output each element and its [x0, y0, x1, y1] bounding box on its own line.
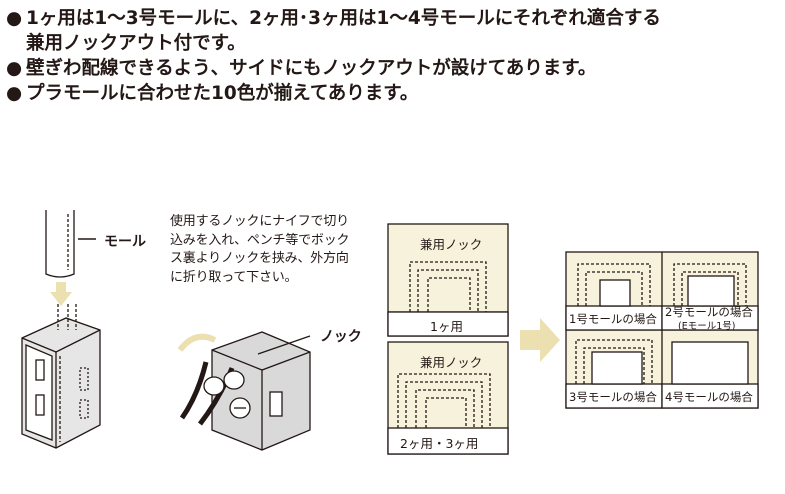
pliers-illustration [177, 331, 311, 451]
feature-list: ● 1ヶ用は1〜3号モールに、2ヶ用･3ヶ用は1〜4号モールにそれぞれ適合する … [6, 6, 781, 106]
instruction-line: に折り取って下さい。 [170, 269, 298, 285]
feature-text-line: プラモールに合わせた10色が揃えてあります。 [26, 83, 419, 104]
feature-item-3: ● プラモールに合わせた10色が揃えてあります。 [6, 81, 781, 106]
mole-illustration [45, 210, 96, 278]
panel-1ka [387, 223, 509, 337]
feature-item-1: ● 1ヶ用は1〜3号モールに、2ヶ用･3ヶ用は1〜4号モールにそれぞれ適合する … [6, 6, 781, 56]
feature-item-2: ● 壁ぎわ配線できるよう、サイドにもノックアウトが設けてあります。 [6, 56, 781, 81]
bullet-mark: ● [6, 58, 23, 79]
down-arrow-icon [50, 282, 72, 306]
bullet-mark: ● [6, 8, 23, 29]
instruction-text: 使用するノックにナイフで切り 込みを入れ、ペンチ等でボック ス裏よりノックを挟み… [170, 213, 370, 287]
result-label-3: 3号モールの場合 [569, 390, 657, 404]
feature-text-line: 兼用ノックアウト付です。 [26, 33, 246, 54]
bullet-mark: ● [6, 83, 23, 104]
panel-2ka-title: 兼用ノック [420, 355, 483, 370]
instruction-line: 込みを入れ、ペンチ等でボック [170, 232, 350, 248]
result-sub-2: (Eモール1号) [678, 321, 736, 332]
knock-label: ノック [320, 329, 362, 345]
right-arrow-icon [520, 318, 560, 362]
instruction-line: ス裏よりノックを挟み、外方向 [170, 251, 349, 266]
mole-label: モール [104, 234, 146, 250]
result-label-1: 1号モールの場合 [569, 312, 657, 326]
result-label-2: 2号モールの場合 [665, 305, 753, 319]
feature-text-line: 1ヶ用は1〜3号モールに、2ヶ用･3ヶ用は1〜4号モールにそれぞれ適合する [26, 8, 661, 29]
panel-2ka-caption: 2ヶ用・3ヶ用 [400, 436, 479, 451]
result-grid [565, 251, 759, 409]
result-label-4: 4号モールの場合 [665, 390, 753, 404]
feature-text-line: 壁ぎわ配線できるよう、サイドにもノックアウトが設けてあります。 [26, 58, 597, 79]
panel-2ka-3ka [387, 341, 509, 455]
panel-1ka-caption: 1ヶ用 [430, 319, 463, 334]
panel-1ka-title: 兼用ノック [420, 237, 483, 252]
instruction-line: 使用するノックにナイフで切り [170, 214, 349, 229]
outlet-box-illustration [21, 304, 101, 449]
